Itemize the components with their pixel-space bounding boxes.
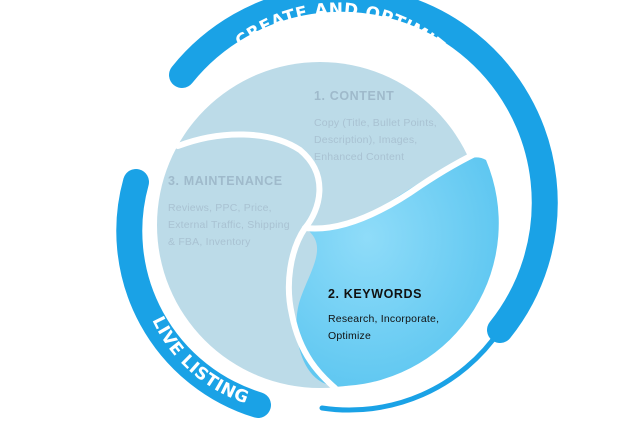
separator-right xyxy=(302,147,486,232)
segment-keywords: 2. KEYWORDS Research, Incorporate, Optim… xyxy=(328,287,439,342)
ring-right-tail xyxy=(319,327,503,413)
segment-content-title: 1. CONTENT xyxy=(314,89,394,103)
segment-maintenance-line-3: & FBA, Inventory xyxy=(168,236,251,248)
separator-top xyxy=(175,131,323,231)
segment-maintenance-title: 3. MAINTENANCE xyxy=(168,174,283,188)
segment-maintenance-line-1: Reviews, PPC, Price, xyxy=(168,202,272,214)
segment-keywords-line-2: Optimize xyxy=(328,330,371,342)
segment-content: 1. CONTENT Copy (Title, Bullet Points, D… xyxy=(314,89,437,163)
separator-bottom xyxy=(285,225,338,391)
segment-keywords-line-1: Research, Incorporate, xyxy=(328,313,439,325)
segment-content-line-2: Description), Images, xyxy=(314,134,417,146)
segment-content-line-1: Copy (Title, Bullet Points, xyxy=(314,117,437,129)
ring-top-arc xyxy=(169,0,558,343)
segment-keywords-title: 2. KEYWORDS xyxy=(328,287,422,301)
segment-keywords-shape xyxy=(296,157,499,387)
segment-maintenance-line-2: External Traffic, Shipping xyxy=(168,219,290,231)
ring-left-arc xyxy=(116,169,271,418)
segment-content-line-3: Enhanced Content xyxy=(314,151,404,163)
segment-maintenance: 3. MAINTENANCE Reviews, PPC, Price, Exte… xyxy=(168,174,290,248)
